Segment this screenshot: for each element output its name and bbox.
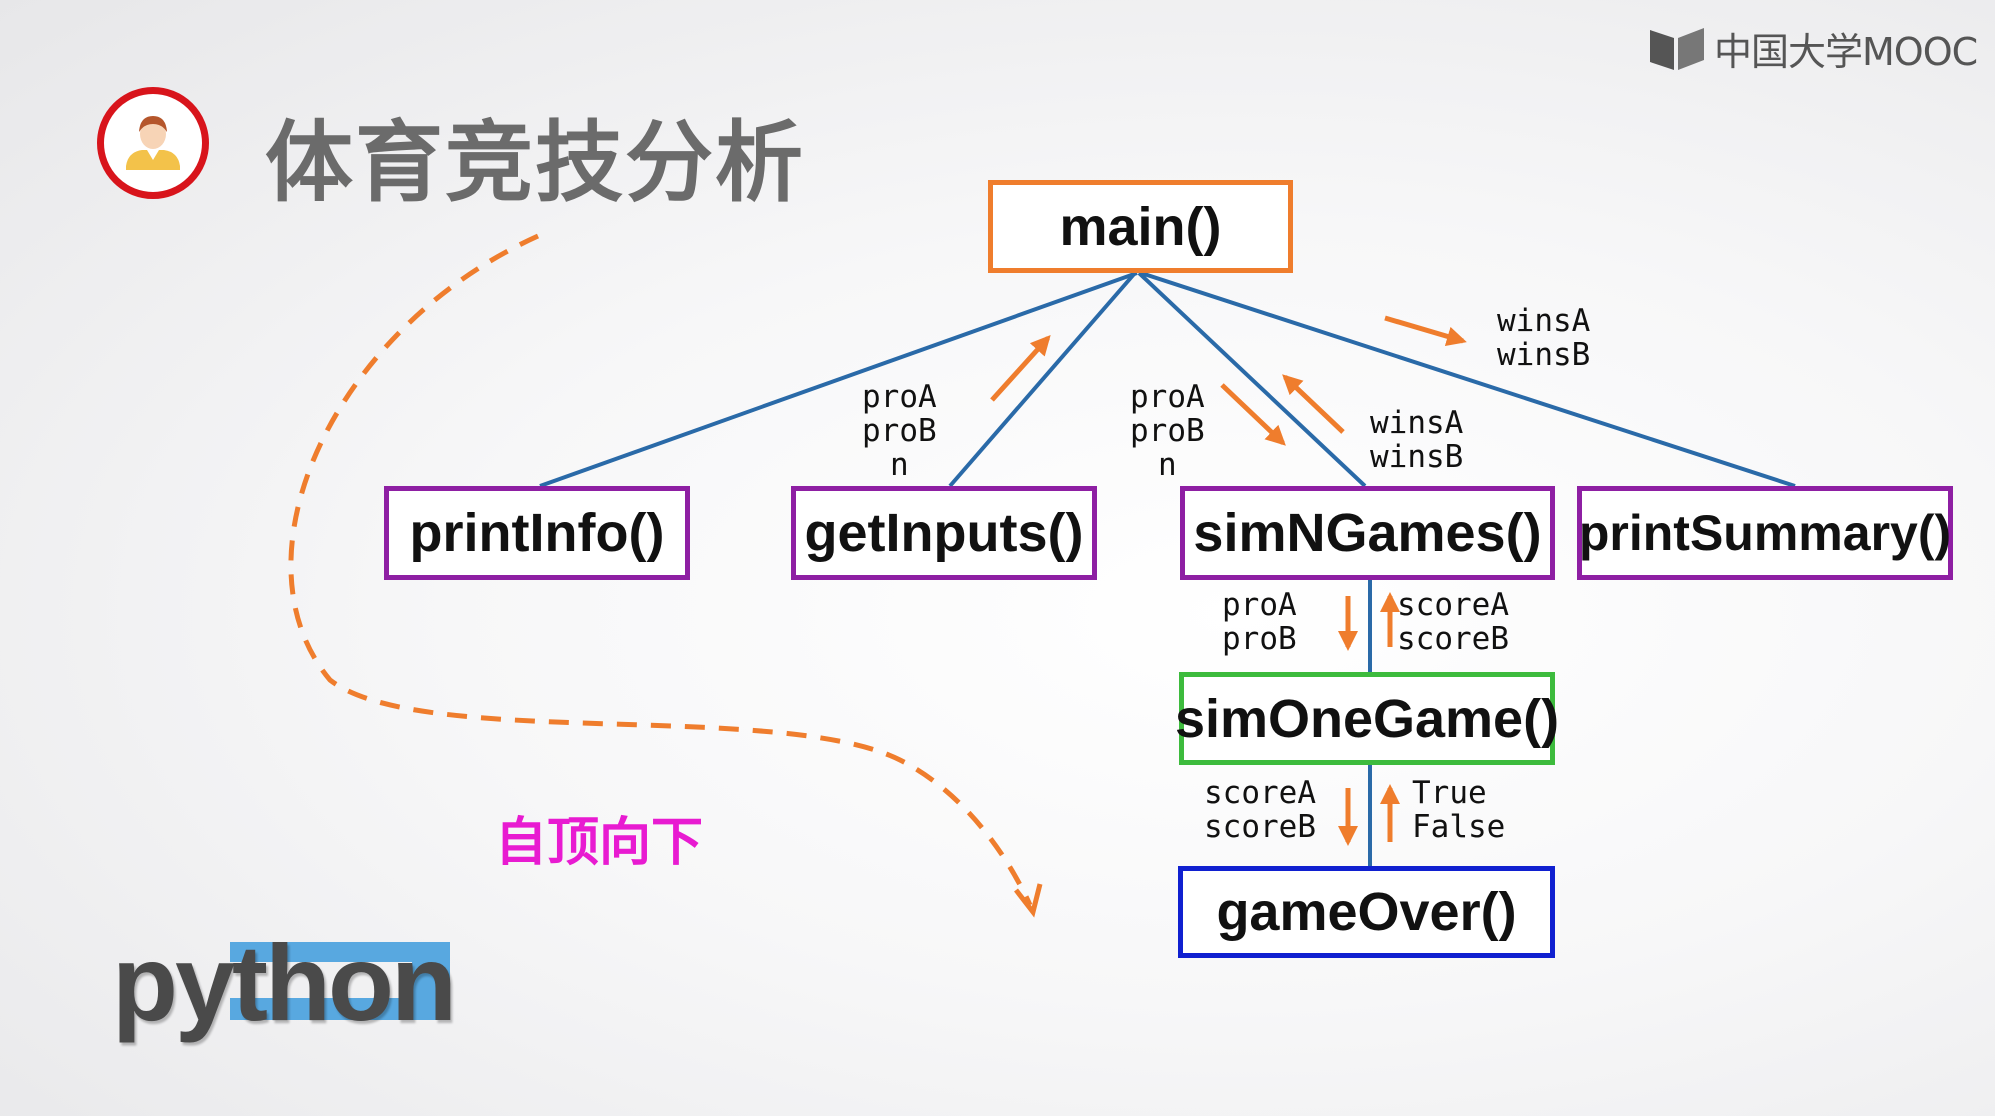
python-logo: python: [112, 920, 457, 1045]
top-down-annotation: 自顶向下: [495, 813, 704, 873]
label-simonegame-return: scoreA scoreB: [1397, 587, 1509, 657]
brand-text: 中国大学MOOC: [1714, 29, 1978, 74]
label-gameover-params: scoreA scoreB: [1204, 775, 1316, 845]
top-down-curve: [288, 233, 1033, 907]
label-simngames-return: winsA winsB: [1370, 405, 1464, 475]
edge-main-printinfo: [539, 271, 1138, 488]
edge-main-getinputs: [948, 271, 1137, 488]
avatar: [97, 87, 209, 199]
arrow-simngames-return: [1282, 374, 1345, 434]
book-icon: [1650, 28, 1704, 70]
arrow-simngames-call: [1220, 383, 1286, 446]
python-logo-underline: [230, 942, 450, 1020]
edge-main-printsummary: [1140, 271, 1796, 488]
node-printsummary: printSummary(): [1577, 486, 1953, 580]
mooc-brand: 中国大学MOOC: [1648, 20, 1978, 76]
arrow-getinputs-return: [990, 335, 1051, 402]
python-logo-text: python: [112, 922, 457, 1043]
top-down-arrowhead: [1014, 883, 1043, 918]
label-simngames-params: proA proB n: [1130, 379, 1205, 483]
node-simngames: simNGames(): [1180, 486, 1555, 580]
node-simonegame: simOneGame(): [1175, 672, 1559, 765]
label-getinputs-params: proA proB n: [862, 379, 937, 483]
page-title: 体育竞技分析: [265, 111, 806, 214]
label-printsummary-params: winsA winsB: [1497, 303, 1591, 373]
label-simonegame-params: proA proB: [1222, 587, 1297, 657]
label-gameover-return: True False: [1412, 775, 1506, 845]
node-printinfo: printInfo(): [384, 486, 690, 580]
person-icon: [126, 116, 180, 170]
node-gameover: gameOver(): [1178, 866, 1555, 958]
node-main: main(): [988, 180, 1293, 273]
arrow-printsummary-call: [1384, 315, 1467, 347]
node-getinputs: getInputs(): [791, 486, 1097, 580]
edge-main-simngames: [1137, 271, 1367, 488]
